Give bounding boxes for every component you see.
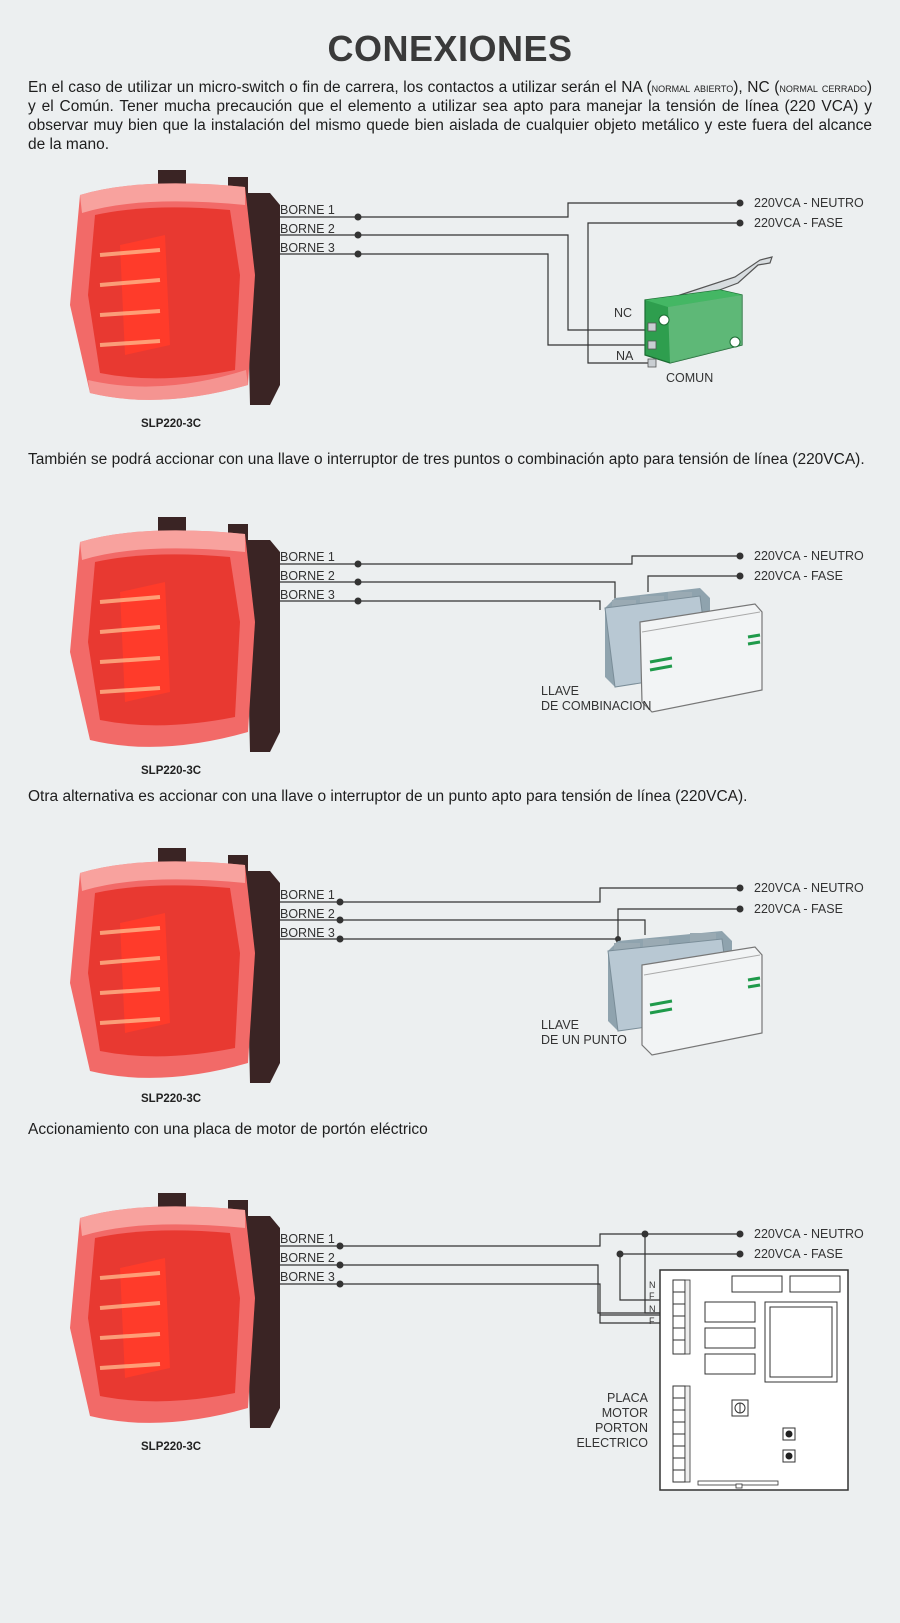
nc-label: NC [614,306,633,320]
intro-text-2: ), NC ( [733,79,780,96]
terminal-label-3: BORNE 3 [280,1270,335,1284]
microswitch [644,256,773,368]
terminal-label-1: BORNE 1 [280,203,335,217]
neutral-label: 220VCA - NEUTRO [754,881,864,895]
diagram-board-graphic [70,1193,849,1491]
board-label: PLACA MOTOR PORTON ELECTRICO [576,1391,648,1450]
single-switch [607,931,763,1056]
beacon-lamp-2 [70,517,280,752]
paragraph-combination: También se podrá accionar con una llave … [28,451,865,468]
board-pin-n1: N [649,1280,656,1290]
gate-motor-board [659,1269,849,1491]
phase-label: 220VCA - FASE [754,1247,843,1261]
model-label-1: SLP220-3C [141,418,202,430]
terminal-label-1: BORNE 1 [280,888,335,902]
beacon-lamp-1 [70,170,280,405]
terminal-label-2: BORNE 2 [280,1251,335,1265]
neutral-label: 220VCA - NEUTRO [754,549,864,563]
combination-switch-label: LLAVE DE COMBINACION [541,684,652,713]
diagram-single-graphic [70,848,763,1083]
neutral-label: 220VCA - NEUTRO [754,196,864,210]
terminal-label-3: BORNE 3 [280,241,335,255]
terminal-label-1: BORNE 1 [280,550,335,564]
single-switch-label: LLAVE DE UN PUNTO [541,1018,627,1047]
diagram-combination-switch: BORNE 1 BORNE 2 BORNE 3 220VCA - NEUTRO … [0,512,900,792]
board-pin-f1: F [649,1291,655,1301]
beacon-lamp-4 [70,1193,280,1428]
intro-normal-closed: normal cerrado [779,80,867,95]
combination-switch [604,588,763,713]
model-label-2: SLP220-3C [141,765,202,777]
intro-paragraph: En el caso de utilizar un micro-switch o… [28,78,872,154]
page-title: CONEXIONES [327,28,573,69]
model-label-4: SLP220-3C [141,1441,202,1453]
terminal-label-2: BORNE 2 [280,569,335,583]
intro-text-3: ) y el Común. Tener mucha precaución que… [28,79,872,153]
board-pin-f2: F [649,1316,655,1326]
board-pin-n2: N [649,1304,656,1314]
terminal-label-2: BORNE 2 [280,907,335,921]
neutral-label: 220VCA - NEUTRO [754,1227,864,1241]
terminal-label-1: BORNE 1 [280,1232,335,1246]
na-label: NA [616,349,634,363]
beacon-lamp-3 [70,848,280,1083]
diagram-microswitch-graphic [70,170,773,405]
phase-label: 220VCA - FASE [754,216,843,230]
terminal-label-3: BORNE 3 [280,588,335,602]
paragraph-board: Accionamiento con una placa de motor de … [28,1121,428,1138]
intro-text-1: En el caso de utilizar un micro-switch o… [28,79,652,96]
model-label-3: SLP220-3C [141,1093,202,1105]
diagram-single-switch: BORNE 1 BORNE 2 BORNE 3 220VCA - NEUTRO … [0,843,900,1123]
phase-label: 220VCA - FASE [754,902,843,916]
intro-normal-open: normal abierto [651,80,734,95]
diagram-microswitch: BORNE 1 BORNE 2 BORNE 3 220VCA - NEUTRO … [0,165,900,445]
terminal-label-2: BORNE 2 [280,222,335,236]
diagram-combination-graphic [70,517,763,752]
phase-label: 220VCA - FASE [754,569,843,583]
terminal-label-3: BORNE 3 [280,926,335,940]
common-label: COMUN [666,371,714,385]
paragraph-single: Otra alternativa es accionar con una lla… [28,788,748,805]
diagram-gate-board: BORNE 1 BORNE 2 BORNE 3 220VCA - NEUTRO … [0,1188,900,1518]
